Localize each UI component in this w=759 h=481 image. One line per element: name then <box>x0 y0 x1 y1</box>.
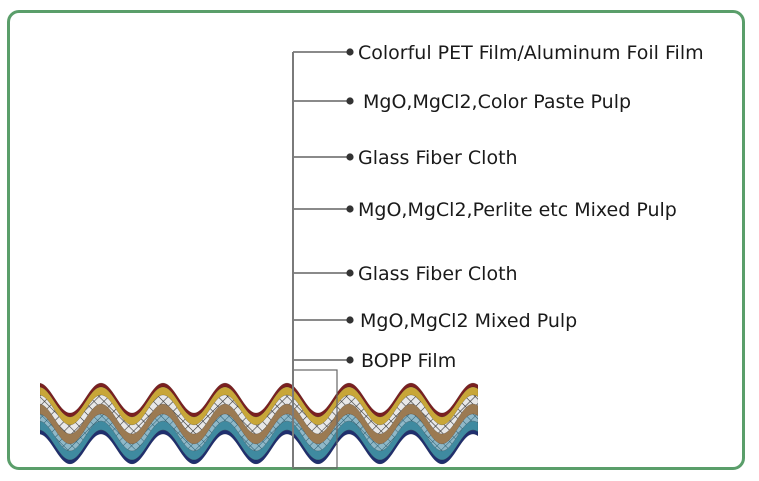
leader-bullet <box>346 269 354 277</box>
leader-lines: Colorful PET Film/Aluminum Foil FilmMgO,… <box>293 42 704 372</box>
leader-bullet <box>346 205 354 213</box>
diagram-frame <box>7 10 745 470</box>
leader-bullet <box>346 48 354 56</box>
layer-label: Glass Fiber Cloth <box>358 147 518 169</box>
layer-label: MgO,MgCl2 Mixed Pulp <box>360 310 577 332</box>
bopp-film-band <box>40 429 478 465</box>
leader-bullet <box>346 356 354 364</box>
layer-label: MgO,MgCl2,Color Paste Pulp <box>363 91 631 113</box>
layer-label: Colorful PET Film/Aluminum Foil Film <box>358 42 704 64</box>
leader-bullet <box>346 97 354 105</box>
corrugated-panel-illustration <box>40 382 478 465</box>
layer-label: BOPP Film <box>361 350 456 372</box>
leader-bullet <box>346 153 354 161</box>
layer-label: Glass Fiber Cloth <box>358 263 518 285</box>
layer-label: MgO,MgCl2,Perlite etc Mixed Pulp <box>358 199 677 221</box>
leader-bullet <box>346 316 354 324</box>
